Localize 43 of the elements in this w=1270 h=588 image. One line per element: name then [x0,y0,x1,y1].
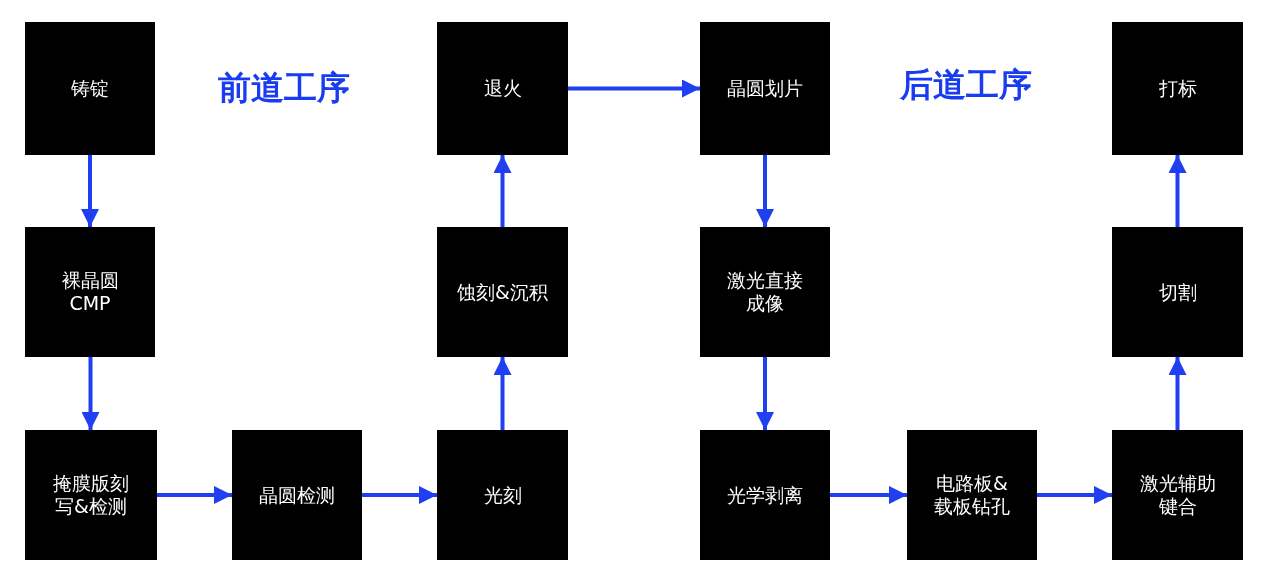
arrow [756,155,774,227]
step-label: 切割 [1157,280,1198,304]
arrow [830,486,907,504]
process-box [232,430,362,560]
process-box [1112,227,1243,357]
arrow [493,155,512,227]
process-box [700,430,830,560]
step-label: 掩膜版刻写&检测 [52,472,130,518]
process-box [25,22,155,155]
arrow [1168,155,1187,227]
process-box [700,227,830,357]
process-box [907,430,1037,560]
step-label: 退火 [482,77,523,100]
arrow [362,486,437,504]
step-label: 电路板&载板钻孔 [933,472,1011,518]
process-box [1112,22,1243,155]
step-label: 蚀刻&沉积 [456,280,549,304]
process-box [437,430,568,560]
step-label: 裸晶圆 CMP [60,269,120,315]
arrow [493,357,512,430]
arrow [568,79,700,98]
step-label: 铸锭 [70,77,110,100]
process-box [1112,430,1243,560]
arrow [1168,357,1187,430]
arrow [1037,486,1112,504]
section-title: 前道工序 [218,67,350,109]
process-box [437,227,568,357]
step-label: 光学剥离 [726,483,804,507]
step-label: 晶圆划片 [726,77,804,100]
arrow [81,357,100,430]
arrow [157,486,232,504]
process-box [437,22,568,155]
step-label: 晶圆检测 [258,483,336,507]
arrow [756,357,774,430]
process-box [25,227,155,357]
section-title: 后道工序 [900,64,1032,106]
process-box [25,430,157,560]
step-label: 激光直接成像 [726,269,804,315]
step-label: 打标 [1157,77,1198,100]
step-label: 光刻 [482,483,523,507]
arrow [81,155,99,227]
process-box [700,22,830,155]
step-label: 激光辅助键合 [1138,472,1217,518]
